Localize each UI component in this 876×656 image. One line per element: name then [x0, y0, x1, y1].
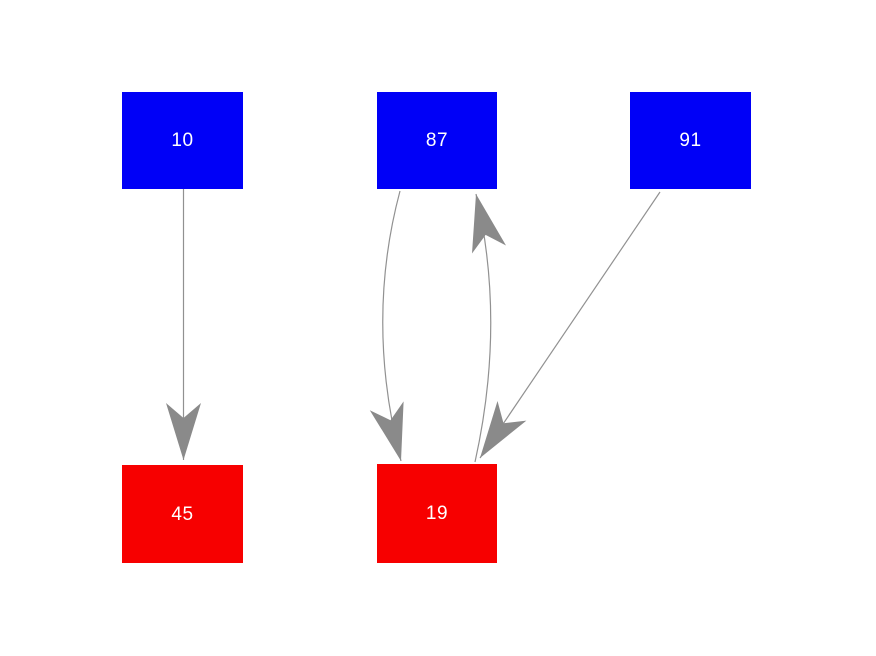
node-label: 19	[425, 503, 449, 524]
edge-87-19	[382, 190, 402, 462]
edge-19-87	[474, 193, 492, 463]
node-10: 10	[122, 92, 243, 189]
node-87: 87	[377, 92, 497, 189]
node-label: 45	[171, 503, 194, 525]
arrowhead-87-19	[369, 401, 404, 461]
node-19: 19	[377, 464, 497, 563]
node-45: 45	[122, 465, 243, 563]
node-label: 87	[425, 130, 449, 151]
arrowhead-91-19	[480, 401, 527, 458]
node-label: 91	[679, 130, 702, 151]
arrowhead-19-87	[472, 194, 506, 254]
edge-91-19	[479, 191, 661, 459]
node-91: 91	[630, 92, 751, 189]
arrowhead-10-45	[166, 403, 201, 460]
node-label: 10	[171, 130, 194, 151]
